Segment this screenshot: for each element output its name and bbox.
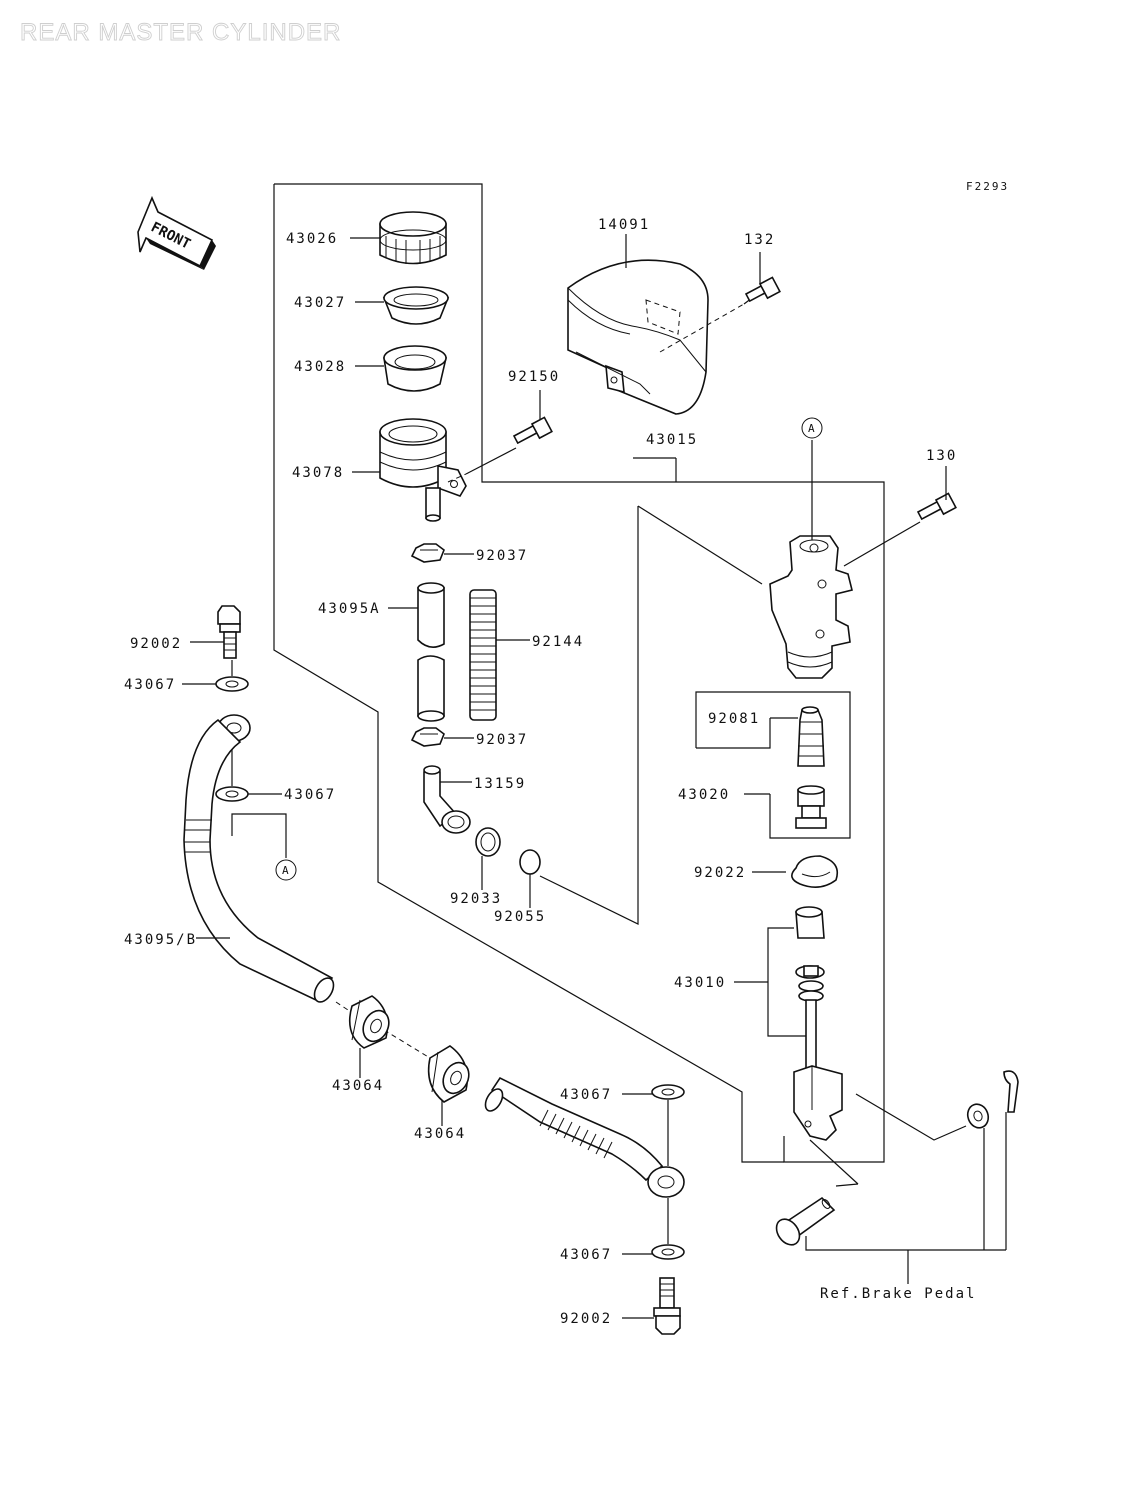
- label-43015: 43015: [646, 432, 698, 448]
- banjo-bolt-top: 92002: [130, 605, 241, 659]
- label-13159: 13159: [474, 776, 526, 792]
- label-43067-mid: 43067: [284, 787, 336, 803]
- assembly-outline: [273, 183, 885, 1163]
- label-43095A: 43095A: [318, 601, 381, 617]
- label-132: 132: [744, 232, 775, 248]
- front-arrow-icon: FRONT: [137, 195, 216, 270]
- label-92037-bottom: 92037: [476, 732, 528, 748]
- clevis-pin: [775, 1139, 859, 1246]
- label-43095B: 43095/B: [124, 932, 197, 948]
- label-130: 130: [926, 448, 957, 464]
- label-43020: 43020: [678, 787, 730, 803]
- reservoir-hose: 43095A: [318, 582, 445, 722]
- label-92081: 92081: [708, 711, 760, 727]
- label-43067-bottom: 43067: [560, 1247, 612, 1263]
- reservoir-cap: 43026: [286, 211, 447, 265]
- push-rod-assembly: 43010: [674, 906, 843, 1141]
- clevis-washer: [855, 1093, 990, 1250]
- reservoir-tank: 43078: [292, 418, 467, 522]
- master-cylinder-body: A: [769, 417, 853, 679]
- label-92144: 92144: [532, 634, 584, 650]
- callout-a-left: A: [282, 864, 291, 877]
- clamp-bottom: 92037: [410, 727, 528, 748]
- screw-132: 132: [659, 232, 781, 353]
- primary-cup: 92081: [696, 706, 825, 767]
- ref-brake-pedal: Ref.Brake Pedal: [805, 1236, 1006, 1302]
- label-92055: 92055: [494, 909, 546, 925]
- hose-protector: 92144: [469, 589, 584, 721]
- label-43010: 43010: [674, 975, 726, 991]
- grommet-left: 43064: [332, 995, 390, 1094]
- callout-a-top: A: [808, 422, 817, 435]
- bolt-130: 130: [843, 448, 957, 567]
- label-92037-top: 92037: [476, 548, 528, 564]
- circlip-92033: 92033: [450, 827, 502, 907]
- clamp-top: 92037: [410, 543, 528, 564]
- piston: [795, 785, 827, 829]
- label-92002-bottom: 92002: [560, 1311, 612, 1327]
- cotter-pin: [1003, 1070, 1019, 1250]
- label-43067-top: 43067: [124, 677, 176, 693]
- bolt-92150: 92150: [447, 369, 560, 483]
- piston-kit-box: 43020: [678, 691, 851, 839]
- label-92002-top: 92002: [130, 636, 182, 652]
- label-92033: 92033: [450, 891, 502, 907]
- o-ring-92055: 92055: [494, 849, 546, 925]
- label-43067-lower: 43067: [560, 1087, 612, 1103]
- washer-lower: 43067: [560, 1084, 685, 1166]
- label-43064-left: 43064: [332, 1078, 384, 1094]
- label-43078: 43078: [292, 465, 344, 481]
- label-43064-right: 43064: [414, 1126, 466, 1142]
- label-92022: 92022: [694, 865, 746, 881]
- ref-brake-pedal-label: Ref.Brake Pedal: [820, 1286, 976, 1302]
- figure-code: F2293: [966, 180, 1009, 193]
- label-43027: 43027: [294, 295, 346, 311]
- label-43026: 43026: [286, 231, 338, 247]
- circlip-92022: 92022: [694, 855, 839, 888]
- hose-joint: 13159: [423, 765, 526, 834]
- diaphragm: 43028: [294, 345, 448, 392]
- washer-bottom: 43067: [560, 1198, 685, 1263]
- diagram-title: REAR MASTER CYLINDER: [20, 19, 341, 46]
- label-92150: 92150: [508, 369, 560, 385]
- lower-hose: [484, 1076, 685, 1198]
- washer-mid: 43067: [215, 786, 336, 803]
- label-14091: 14091: [598, 217, 650, 233]
- banjo-bolt-bottom: 92002: [560, 1277, 681, 1335]
- label-43028: 43028: [294, 359, 346, 375]
- brake-hose: 43095/B A: [124, 660, 335, 1003]
- grommet-right: 43064: [414, 1045, 470, 1142]
- reservoir-cover: 14091: [567, 217, 709, 415]
- diaphragm-plate: 43027: [294, 286, 450, 325]
- washer-top: 43067: [124, 676, 249, 693]
